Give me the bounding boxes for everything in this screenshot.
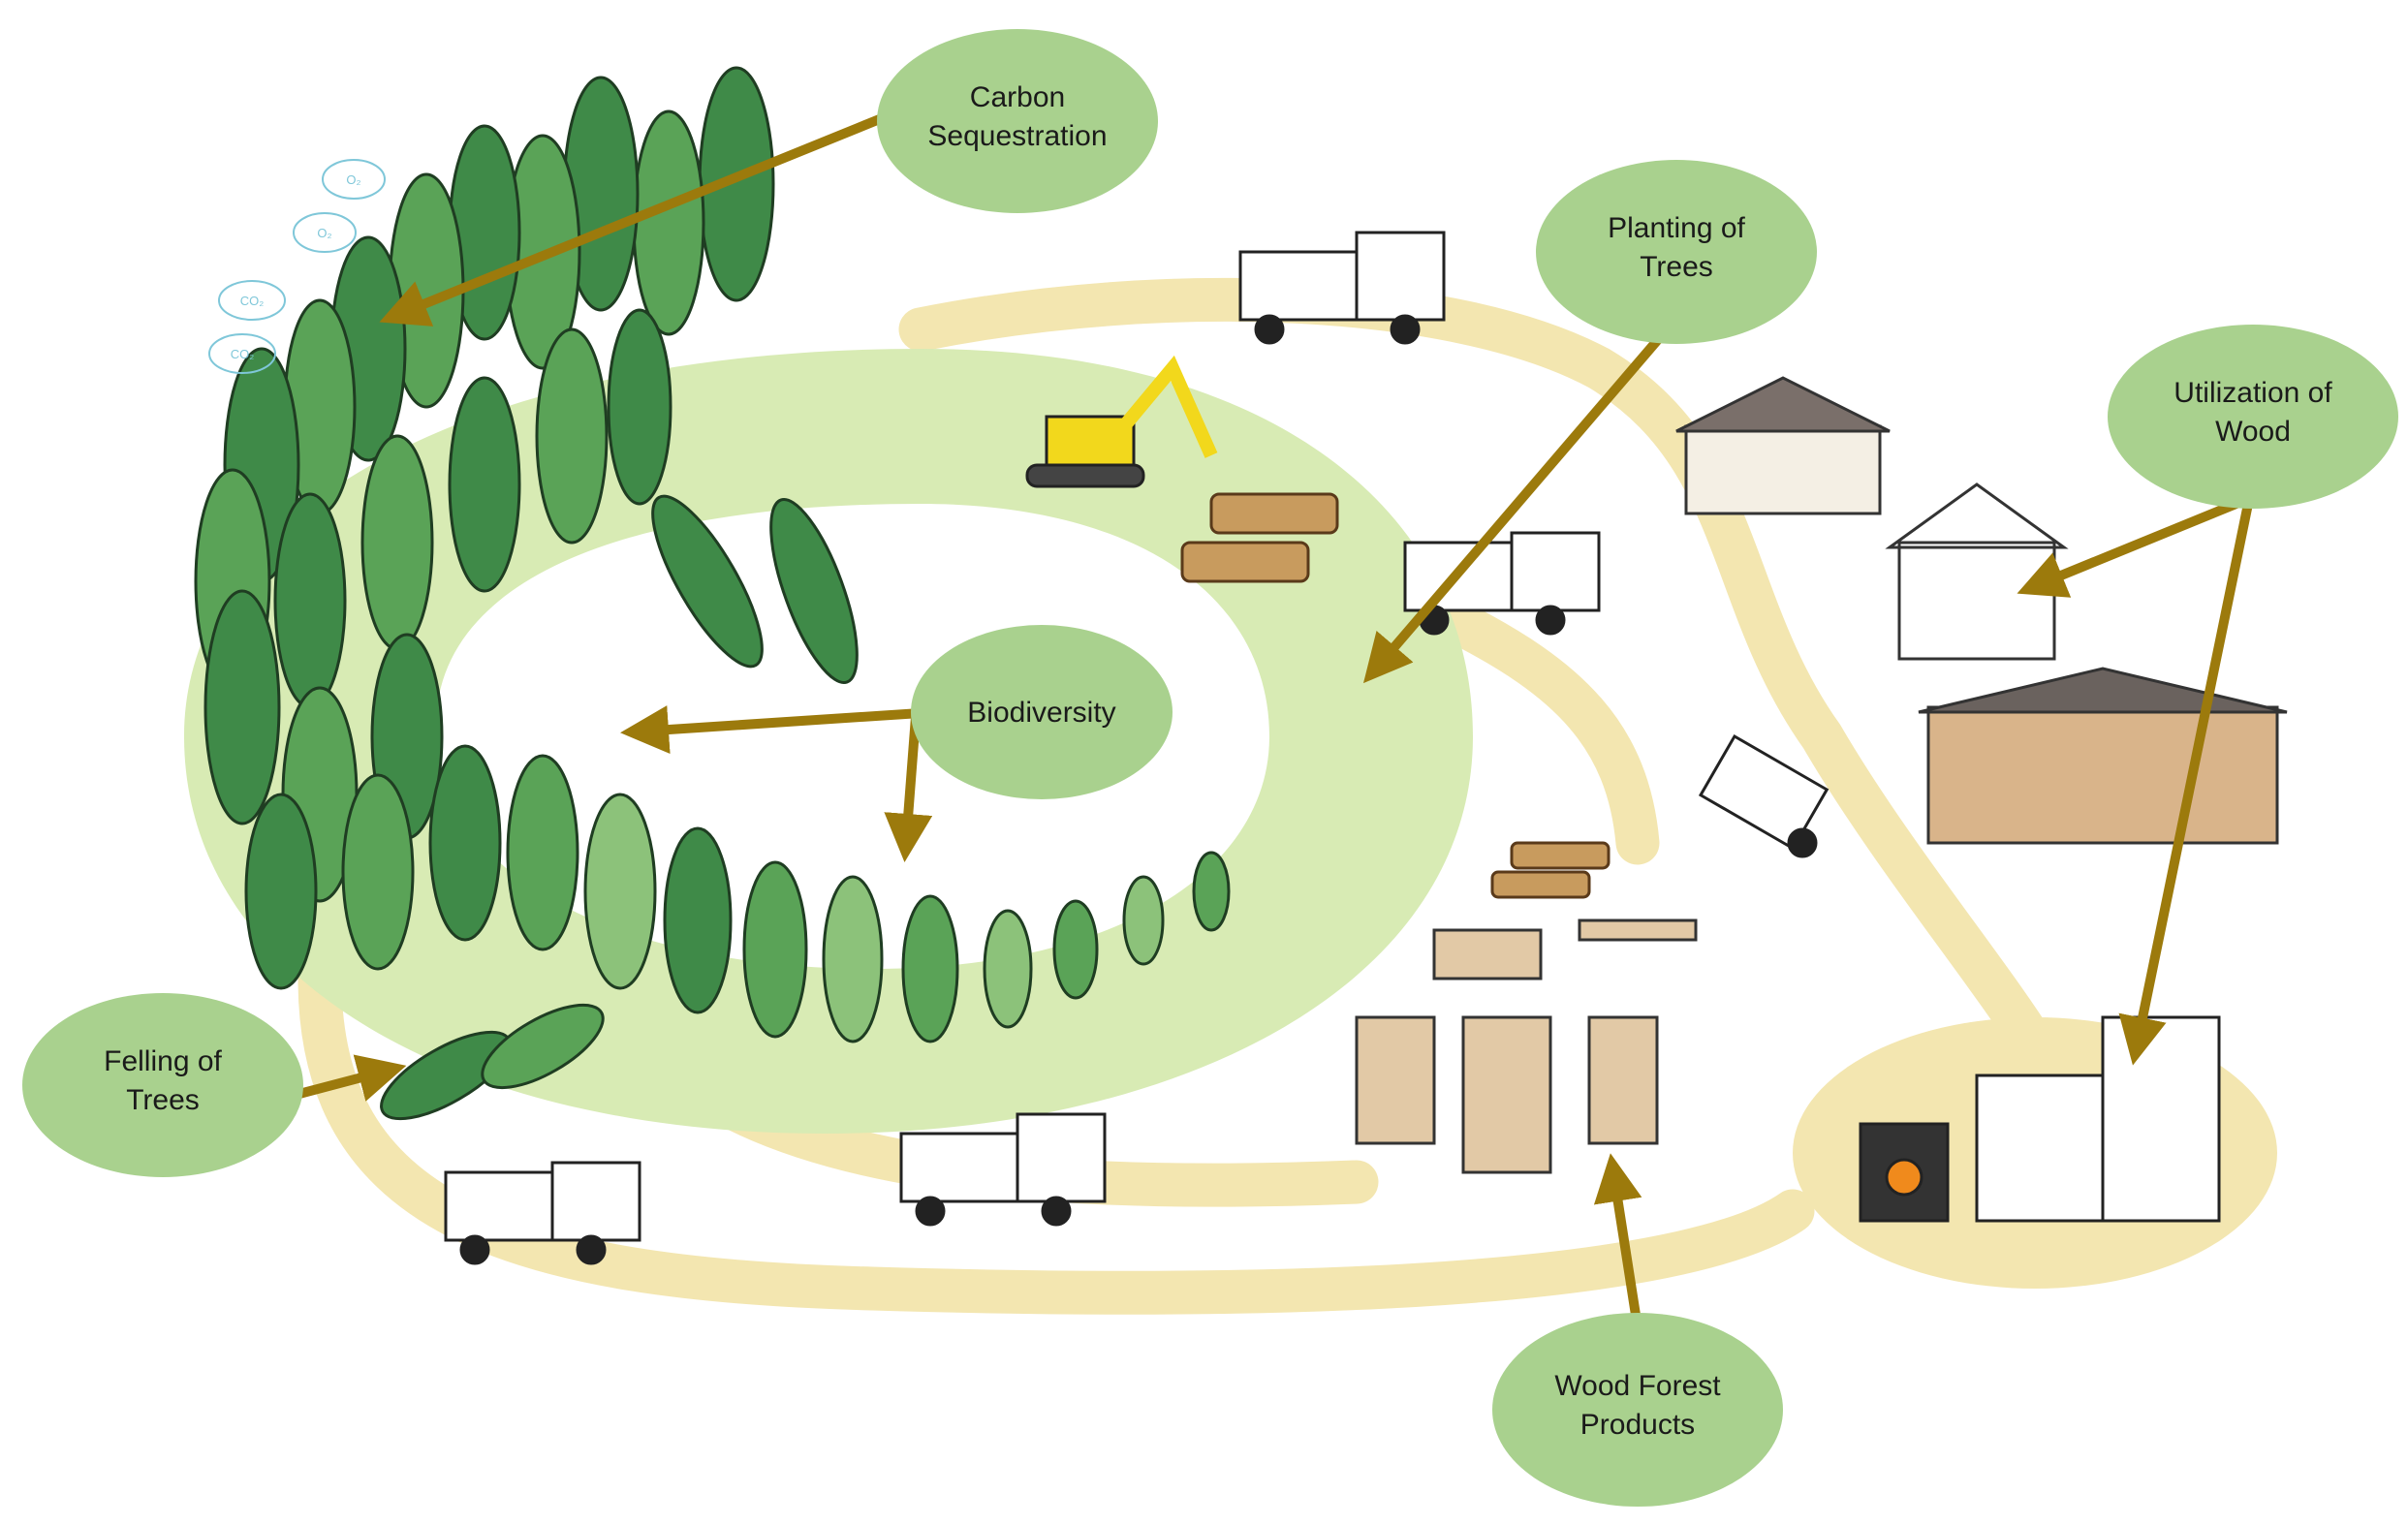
house-small <box>1675 376 1891 515</box>
arrow-utilization-1 <box>2017 494 2250 598</box>
label-wood-forest-products: Wood Forest Products <box>1492 1313 1783 1507</box>
middle-road <box>1431 598 1660 865</box>
truck-bottom-outer <box>444 1161 641 1265</box>
arrow-carbon <box>379 109 893 327</box>
gas-bubbles: O₂ O₂ CO₂ CO₂ <box>208 159 386 374</box>
arrow-felling <box>294 1054 407 1102</box>
arrow-biodiversity-left <box>620 705 936 754</box>
house-large <box>1918 667 2288 845</box>
mature-forest <box>194 66 1231 1043</box>
svg-text:O₂: O₂ <box>317 226 331 240</box>
label-planting-of-trees: Planting of Trees <box>1536 160 1817 344</box>
svg-text:Felling of: Felling of <box>104 1045 222 1077</box>
outer-road <box>297 956 1815 1315</box>
truck-bottom-inner <box>899 1112 1107 1227</box>
svg-text:Wood: Wood <box>2215 416 2291 448</box>
o2-bubble-1: O₂ <box>322 159 386 200</box>
svg-text:O₂: O₂ <box>346 172 360 187</box>
svg-text:Sequestration: Sequestration <box>927 120 1107 152</box>
svg-text:Carbon: Carbon <box>970 81 1065 113</box>
log-piles <box>1180 492 1611 899</box>
label-carbon-sequestration: Carbon Sequestration <box>877 29 1158 213</box>
trucks <box>444 231 1829 1265</box>
svg-text:Wood Forest: Wood Forest <box>1554 1370 1721 1402</box>
o2-bubble-2: O₂ <box>293 212 357 253</box>
svg-text:CO₂: CO₂ <box>240 294 265 308</box>
house-frame <box>1885 482 2069 661</box>
arrow-biodiversity-down <box>884 716 933 862</box>
truck-top <box>1238 231 1446 345</box>
excavator <box>1025 355 1218 488</box>
truck-right <box>1698 733 1829 858</box>
wood-stove <box>1859 1122 1950 1223</box>
label-utilization-of-wood: Utilization of Wood <box>2108 325 2398 509</box>
houses <box>1675 376 2288 845</box>
wood-products <box>1355 918 1698 1174</box>
svg-text:Products: Products <box>1580 1409 1695 1441</box>
felled-trees <box>380 494 859 1121</box>
svg-text:Trees: Trees <box>1640 251 1713 283</box>
label-biodiversity: Biodiversity <box>911 625 1173 799</box>
svg-text:Trees: Trees <box>126 1084 200 1116</box>
arrow-planting <box>1362 326 1671 684</box>
svg-text:Biodiversity: Biodiversity <box>967 697 1115 729</box>
arrow-products <box>1593 1153 1642 1328</box>
arrow-utilization-2 <box>2118 502 2253 1066</box>
truck-middle <box>1403 531 1601 636</box>
svg-text:CO₂: CO₂ <box>231 347 255 361</box>
co2-bubble-2: CO₂ <box>208 333 276 374</box>
co2-bubble-1: CO₂ <box>218 280 286 321</box>
svg-text:Utilization of: Utilization of <box>2173 377 2332 409</box>
svg-text:Planting of: Planting of <box>1608 212 1745 244</box>
label-felling-of-trees: Felling of Trees <box>22 993 303 1177</box>
arrows <box>294 109 2253 1328</box>
